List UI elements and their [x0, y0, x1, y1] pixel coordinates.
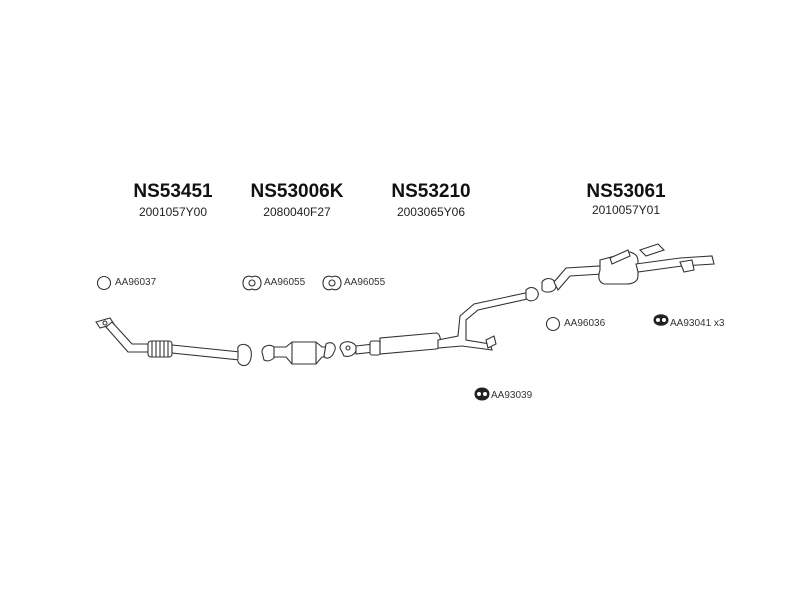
accessory-label-hanger: AA93041 x3 — [670, 318, 725, 329]
part-number-front-pipe: NS53451 — [133, 181, 213, 202]
oem-number-catalytic-converter: 2080040F27 — [263, 205, 331, 219]
sealing-ring-icon — [545, 316, 561, 332]
rear-silencer — [541, 243, 715, 293]
accessory-label-gasket: AA96055 — [344, 277, 386, 288]
part-number-rear-silencer: NS53061 — [586, 181, 666, 202]
accessory-label-ring: AA96036 — [564, 318, 606, 329]
part-number-catalytic-converter: NS53006K — [250, 181, 344, 202]
part-number-middle-silencer: NS53210 — [391, 181, 471, 202]
sealing-ring-icon — [96, 275, 112, 291]
gasket-icon — [322, 275, 342, 291]
oem-number-front-pipe: 2001057Y00 — [138, 205, 208, 219]
catalytic-converter — [261, 341, 336, 365]
front-pipe — [95, 317, 252, 367]
gasket-icon — [242, 275, 262, 291]
accessory-label-ring: AA96037 — [115, 277, 157, 288]
oem-number-rear-silencer: 2010057Y01 — [591, 203, 661, 217]
accessory-label-gasket: AA96055 — [264, 277, 306, 288]
middle-silencer — [339, 287, 539, 357]
rubber-hanger-icon — [653, 314, 669, 326]
accessory-label-hanger: AA93039 — [491, 390, 533, 401]
rubber-hanger-icon — [474, 387, 490, 401]
oem-number-middle-silencer: 2003065Y06 — [396, 205, 466, 219]
